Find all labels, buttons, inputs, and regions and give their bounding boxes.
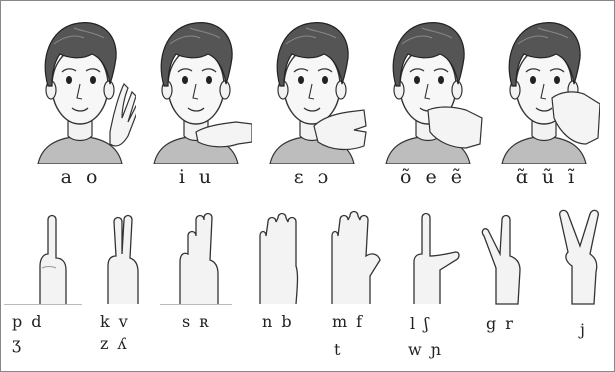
baseline-rule (160, 304, 232, 305)
consonant-symbol: p (12, 312, 22, 331)
consonant-symbol: ʃ (424, 314, 428, 333)
consonant-symbol: f (356, 312, 362, 331)
vowel-symbol: ẽ (451, 166, 464, 188)
consonant-symbol: m (332, 312, 347, 331)
consonant-label-1b: ʒ (12, 334, 30, 353)
consonant-symbol: w (408, 340, 422, 359)
consonant-symbol: ɲ (431, 340, 441, 359)
consonant-symbol: ʀ (199, 312, 208, 331)
vowel-symbol: ĩ (568, 166, 576, 188)
vowel-symbol: u (199, 166, 213, 188)
handshape-3-icon (168, 206, 228, 306)
handshape-7-icon (478, 206, 538, 306)
consonant-symbol: b (281, 312, 291, 331)
consonant-symbol: v (119, 312, 128, 331)
handshape-6-icon (400, 206, 460, 306)
consonant-label-5b: t (334, 340, 349, 359)
consonant-symbol: n (262, 312, 272, 331)
consonant-symbol: z (100, 334, 108, 353)
face-side-position (24, 14, 136, 164)
face-mouth-position (140, 14, 252, 164)
handshape-8-icon (554, 206, 614, 306)
vowel-symbol: a (61, 166, 74, 188)
consonant-symbol: ʒ (12, 334, 21, 353)
consonant-symbol: k (100, 312, 110, 331)
consonant-symbol: r (505, 314, 513, 333)
face-throat-position (372, 14, 484, 164)
consonant-symbol: g (486, 314, 496, 333)
consonant-label-8a: j (580, 320, 594, 339)
handshape-5-icon (322, 206, 382, 306)
handshape-1-icon (22, 206, 82, 306)
handshape-2-icon (92, 206, 152, 306)
vowel-symbol: o (86, 166, 99, 188)
face-cheek-position (488, 14, 600, 164)
vowel-symbol: i (179, 166, 187, 188)
consonant-symbol: t (334, 340, 340, 359)
vowel-symbol: ũ (542, 166, 556, 188)
vowel-symbol: õ (400, 166, 413, 188)
vowel-symbol: ɑ̃ (516, 166, 530, 188)
face-chin-position (256, 14, 368, 164)
consonant-symbol: d (31, 312, 41, 331)
consonant-symbol: j (580, 320, 585, 339)
consonant-symbol: s (182, 312, 190, 331)
baseline-rule (4, 304, 82, 305)
consonant-symbol: ʎ (117, 334, 126, 353)
vowel-symbol: ɔ (318, 166, 331, 188)
consonant-symbol: l (410, 314, 415, 333)
handshape-4-icon (248, 206, 308, 306)
vowel-symbol: e (425, 166, 438, 188)
vowel-symbol: ɛ (294, 166, 306, 188)
